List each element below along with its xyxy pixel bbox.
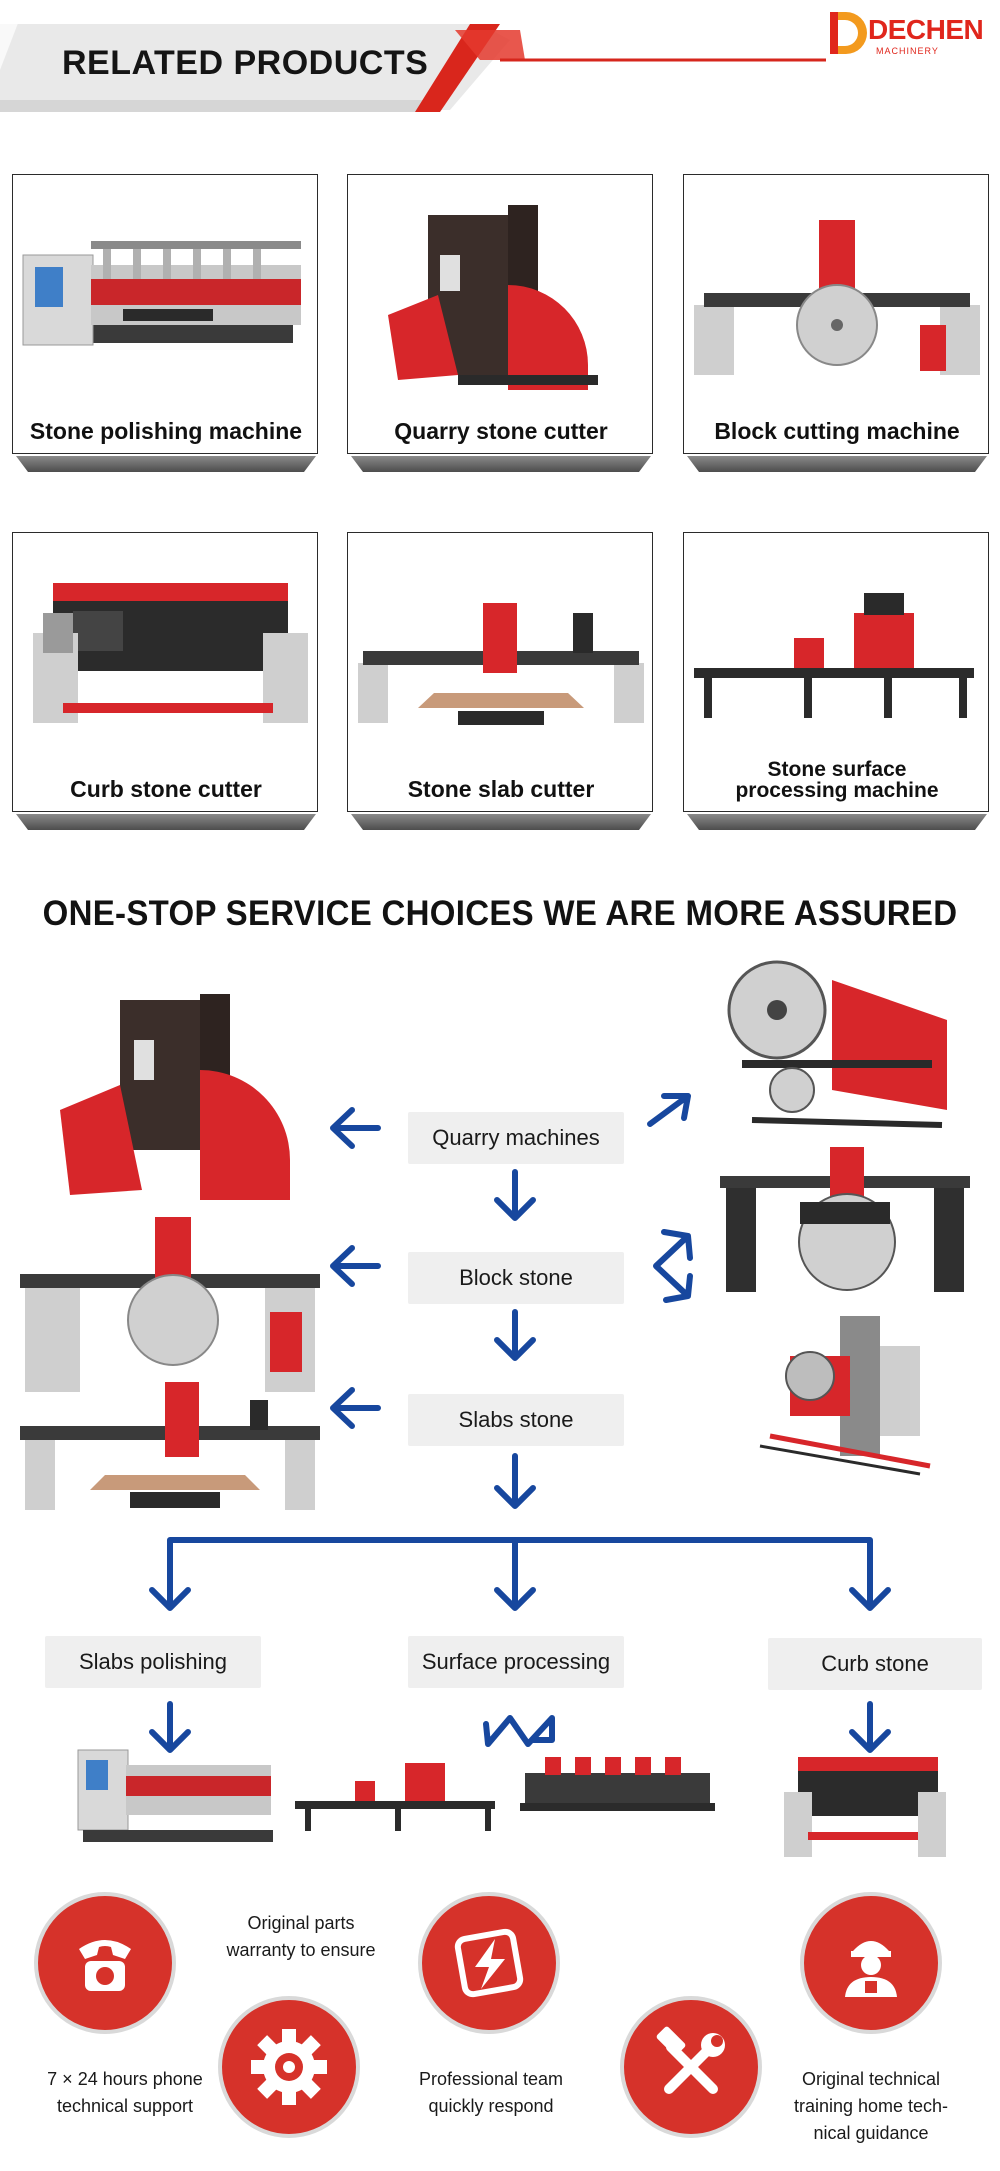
- multi-blade-cutter-image: [759, 1316, 931, 1476]
- product-card-surface[interactable]: Stone surface processing machine: [683, 532, 989, 830]
- product-name: Stone polishing machine: [29, 418, 303, 444]
- block-cutter-flow-image: [720, 1147, 970, 1292]
- arrow-up-right-icon: [647, 1093, 691, 1127]
- branch-curb-stone: Curb stone: [768, 1638, 982, 1690]
- arrow-down-icon: [494, 1453, 536, 1509]
- arrow-left-icon: [330, 1107, 381, 1149]
- branch-slabs-polishing: Slabs polishing: [45, 1636, 261, 1688]
- gear-icon: [251, 2029, 327, 2105]
- feature-technical-training: [800, 1892, 942, 2034]
- brand-subtitle: MACHINERY: [876, 46, 939, 56]
- arrow-split-icon: [483, 1715, 555, 1747]
- arrow-down-icon: [849, 1701, 891, 1753]
- slab-cutter-image: [358, 603, 644, 725]
- step-slabs-stone: Slabs stone: [408, 1394, 624, 1446]
- product-card-slab[interactable]: Stone slab cutter: [347, 532, 653, 830]
- feature-text-training: Original technical training home tech- n…: [793, 2069, 949, 2143]
- quarry-cutter-image: [388, 205, 598, 390]
- product-name: Curb stone cutter: [70, 776, 262, 802]
- arrow-down-icon: [494, 1169, 536, 1221]
- arrow-left-icon: [330, 1245, 381, 1287]
- brand-logo: DECHEN MACHINERY: [826, 10, 986, 58]
- surface-machine-image: [694, 593, 974, 718]
- wire-saw-image: [727, 960, 947, 1128]
- banner-decoration: [0, 18, 826, 112]
- polishing-flow-image: [77, 1749, 273, 1842]
- slab-cutter-flow-image: [20, 1382, 320, 1510]
- feature-text-phone: 7 × 24 hours phone technical support: [47, 2069, 203, 2116]
- feature-text-parts: Original parts warranty to ensure: [226, 1913, 376, 1960]
- product-card-block-cutting[interactable]: Block cutting machine: [683, 174, 989, 472]
- product-card-curb[interactable]: Curb stone cutter: [12, 532, 318, 830]
- lightning-icon: [454, 1928, 524, 1998]
- technician-icon: [845, 1941, 897, 1997]
- quarry-machine-image: DECHEN: [60, 994, 290, 1205]
- svg-text:DECHEN: DECHEN: [158, 1178, 184, 1205]
- flow-arrows: [149, 1093, 891, 1753]
- arrow-down-icon: [849, 1587, 891, 1611]
- product-card-quarry[interactable]: Quarry stone cutter: [347, 174, 653, 472]
- feature-original-parts: [218, 1996, 360, 2138]
- step-block-stone: Block stone: [408, 1252, 624, 1304]
- arrow-down-icon: [149, 1587, 191, 1611]
- arrow-down-icon: [494, 1309, 536, 1361]
- surface-processing-flow-image: [295, 1757, 715, 1831]
- product-name: Quarry stone cutter: [394, 418, 608, 444]
- arrow-down-icon: [494, 1587, 536, 1611]
- block-cutter-image: [694, 220, 980, 375]
- arrow-left-icon: [330, 1387, 381, 1429]
- product-card-polishing[interactable]: Stone polishing machine: [12, 174, 318, 472]
- block-stone-machine-image: [20, 1217, 320, 1392]
- product-name: Stone surface processing machine: [735, 758, 939, 802]
- logo-mark-icon: [830, 12, 867, 54]
- feature-tools: [620, 1996, 762, 2138]
- polishing-machine-image: [22, 241, 301, 346]
- brand-name: DECHEN: [868, 14, 984, 45]
- curb-cutter-image: [33, 583, 308, 723]
- header-banner: RELATED PRODUCTS DECHEN MACHINERY: [0, 0, 1000, 120]
- product-name: Block cutting machine: [714, 418, 960, 444]
- arrow-bidirectional-icon: [653, 1229, 693, 1303]
- feature-professional-team: [418, 1892, 560, 2034]
- phone-icon: [79, 1940, 131, 1991]
- service-title: ONE-STOP SERVICE CHOICES WE ARE MORE ASS…: [42, 892, 958, 933]
- wrench-hammer-icon: [656, 2026, 725, 2094]
- product-name: Stone slab cutter: [407, 776, 595, 802]
- arrow-down-icon: [149, 1701, 191, 1753]
- curb-flow-image: [784, 1757, 946, 1857]
- page-title: RELATED PRODUCTS: [62, 44, 429, 82]
- step-quarry-machines: Quarry machines: [408, 1112, 624, 1164]
- branch-surface-processing: Surface processing: [408, 1636, 624, 1688]
- feature-text-team: Professional team quickly respond: [418, 2069, 564, 2116]
- feature-phone-support: [34, 1892, 176, 2034]
